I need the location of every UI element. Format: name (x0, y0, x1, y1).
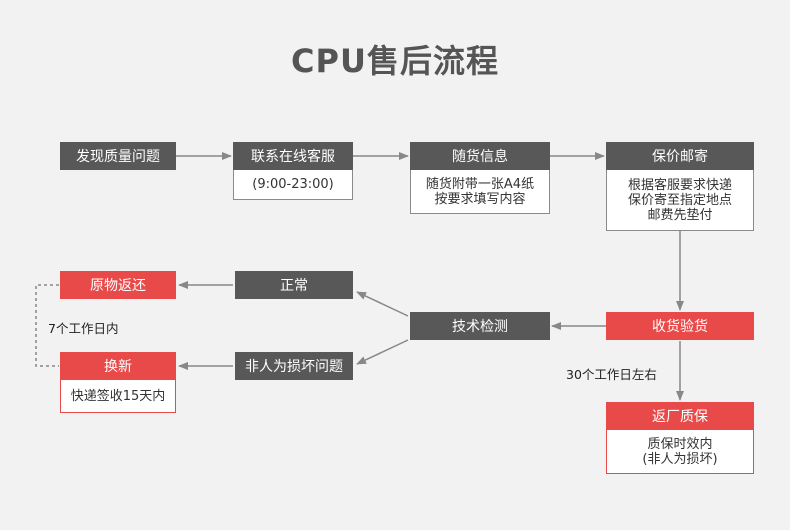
step-return-factory: 返厂质保 (606, 402, 754, 430)
contact-hours: (9:00-23:00) (233, 170, 353, 200)
note-seven-days: 7个工作日内 (48, 321, 119, 336)
step-non-human-issue: 非人为损坏问题 (235, 352, 353, 380)
arrow-test-to-nonhuman (356, 339, 409, 365)
step-receive-inspect: 收货验货 (606, 312, 754, 340)
step-tech-test: 技术检测 (410, 312, 550, 340)
step-report-issue: 发现质量问题 (60, 142, 176, 170)
factory-detail: 质保时效内 (非人为损坏) (606, 430, 754, 474)
step-return-original: 原物返还 (60, 271, 176, 299)
step-insured-mail: 保价邮寄 (606, 142, 754, 170)
info-detail: 随货附带一张A4纸 按要求填写内容 (410, 170, 550, 214)
exchange-detail: 快递签收15天内 (60, 380, 176, 413)
page-title: CPU售后流程 (291, 42, 499, 80)
note-thirty-days: 30个工作日左右 (566, 367, 657, 382)
step-contact-cs: 联系在线客服 (233, 142, 353, 170)
step-info-with-goods: 随货信息 (410, 142, 550, 170)
step-normal: 正常 (235, 271, 353, 299)
arrow-test-to-normal (356, 291, 409, 317)
dashed-return-exchange (35, 284, 59, 367)
mail-detail: 根据客服要求快递 保价寄至指定地点 邮费先垫付 (606, 170, 754, 231)
step-exchange: 换新 (60, 352, 176, 380)
